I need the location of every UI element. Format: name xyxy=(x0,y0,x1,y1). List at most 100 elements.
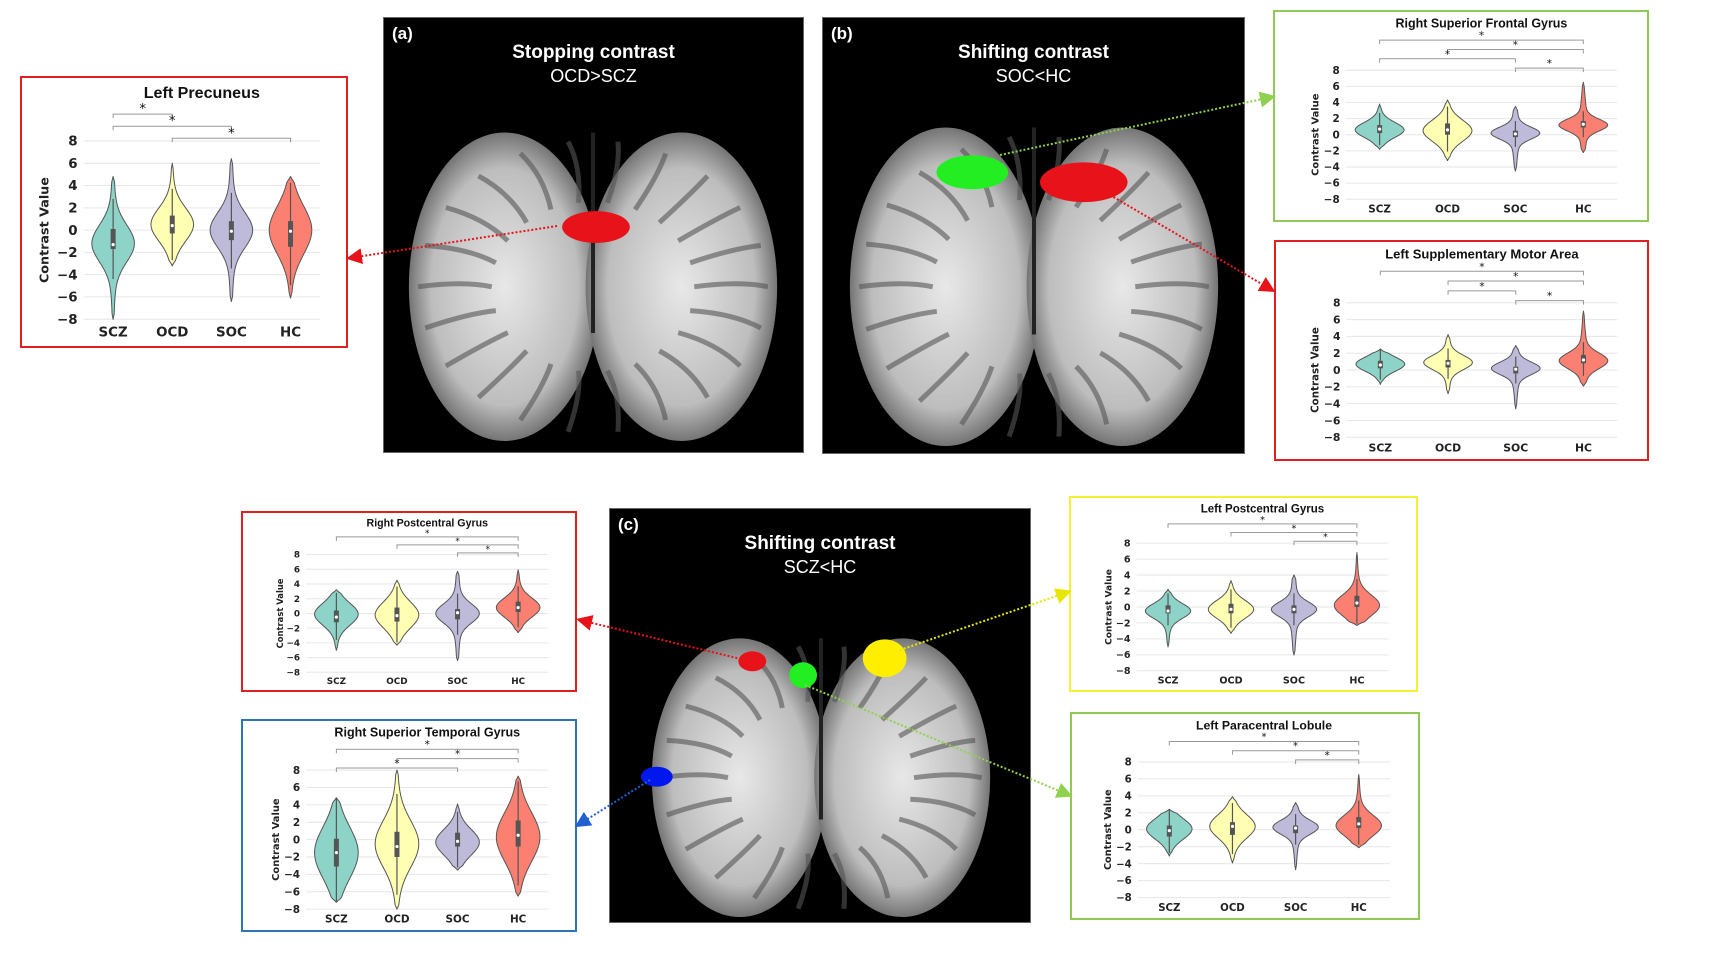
significance-bracket xyxy=(1379,39,1584,45)
median-dot xyxy=(1294,826,1298,830)
significance-bracket xyxy=(1514,67,1584,73)
y-tick-label: 8 xyxy=(1333,297,1341,310)
y-tick-label: −4 xyxy=(1116,859,1132,870)
median-dot xyxy=(1581,358,1586,362)
y-tick-label: −8 xyxy=(284,904,300,916)
y-axis-label: Contrast Value xyxy=(38,177,53,283)
significance-star: * xyxy=(1513,270,1519,283)
x-tick-label: SOC xyxy=(447,677,467,687)
sulcus xyxy=(714,675,763,721)
y-tick-label: −6 xyxy=(1116,650,1131,661)
sulcus xyxy=(1098,170,1151,223)
panel-label: (b) xyxy=(831,24,853,43)
sulcus xyxy=(886,202,951,242)
y-axis-label: Contrast Value xyxy=(1311,93,1322,176)
significance-bracket xyxy=(335,536,519,541)
y-tick-label: −8 xyxy=(57,313,78,328)
y-tick-label: 0 xyxy=(293,834,300,846)
y-tick-label: 8 xyxy=(1124,538,1131,549)
significance-bracket xyxy=(457,552,519,557)
significance-star: * xyxy=(425,529,430,539)
significance-bracket xyxy=(1293,540,1358,546)
y-tick-label: 4 xyxy=(68,179,77,194)
y-tick-label: 6 xyxy=(68,157,77,172)
panel-title: Shifting contrast xyxy=(744,533,896,554)
y-tick-label: −8 xyxy=(1324,194,1340,206)
y-tick-label: 8 xyxy=(294,551,300,561)
significance-bracket xyxy=(396,758,519,763)
sulcus xyxy=(898,816,958,852)
x-tick-label: OCD xyxy=(1220,903,1245,914)
y-tick-label: 8 xyxy=(68,135,77,150)
significance-bracket xyxy=(1447,290,1517,295)
sulcus xyxy=(865,241,939,265)
significance-star: * xyxy=(1547,290,1553,303)
y-tick-label: −4 xyxy=(57,268,78,283)
median-dot xyxy=(1446,361,1450,365)
median-dot xyxy=(1166,609,1170,613)
significance-star: * xyxy=(1479,280,1485,293)
sulcus xyxy=(752,846,785,900)
y-tick-label: 6 xyxy=(293,782,300,794)
y-tick-label: −2 xyxy=(1116,842,1132,853)
median-dot xyxy=(1513,132,1518,136)
significance-bracket xyxy=(112,125,232,131)
x-tick-label: HC xyxy=(510,914,526,926)
significance-star: * xyxy=(139,102,146,117)
y-tick-label: −6 xyxy=(287,654,301,664)
y-tick-label: 2 xyxy=(1333,347,1341,360)
y-tick-label: −6 xyxy=(1324,414,1341,427)
sulcus xyxy=(885,331,950,371)
sulcus xyxy=(917,351,970,403)
sulcus xyxy=(605,369,621,432)
y-tick-label: −8 xyxy=(287,668,301,678)
significance-bracket xyxy=(1167,523,1358,528)
sulcus xyxy=(959,365,995,426)
chart-title: Left Supplementary Motor Area xyxy=(1385,246,1579,261)
median-dot xyxy=(516,605,520,610)
significance-star: * xyxy=(394,758,399,770)
iqr-box xyxy=(455,832,461,847)
significance-star: * xyxy=(228,126,235,141)
median-dot xyxy=(334,615,338,619)
sulcus xyxy=(444,330,509,369)
chart-title: Left Precuneus xyxy=(144,84,260,102)
significance-bracket xyxy=(1231,750,1360,755)
x-tick-label: SCZ xyxy=(1368,204,1391,216)
significance-bracket xyxy=(1230,532,1358,537)
y-tick-label: 4 xyxy=(293,800,300,812)
y-tick-label: 2 xyxy=(68,202,77,217)
y-tick-label: −2 xyxy=(284,852,300,864)
sulcus xyxy=(865,308,938,332)
significance-bracket xyxy=(1447,280,1584,286)
brain-image-a xyxy=(408,132,778,442)
iqr-box xyxy=(394,831,400,857)
x-tick-label: HC xyxy=(1575,204,1591,216)
brain-panel-a: (a) Stopping contrast OCD>SCZ xyxy=(383,17,804,453)
significance-star: * xyxy=(486,545,491,555)
significance-bracket xyxy=(1168,741,1360,746)
y-tick-label: −4 xyxy=(1116,634,1131,645)
median-dot xyxy=(1230,824,1235,828)
sulcus xyxy=(657,174,710,225)
sulcus xyxy=(693,281,769,290)
y-tick-label: −8 xyxy=(1324,431,1341,444)
median-dot xyxy=(455,611,460,615)
y-tick-label: 6 xyxy=(294,565,300,575)
significance-bracket xyxy=(171,137,292,143)
sulcus xyxy=(633,362,669,421)
median-dot xyxy=(395,844,399,849)
iqr-box xyxy=(288,221,294,247)
y-tick-label: 0 xyxy=(1332,129,1339,141)
sulcus xyxy=(910,796,977,818)
significance-bracket xyxy=(335,748,519,754)
brain-hemisphere-right xyxy=(585,132,778,442)
y-tick-label: 4 xyxy=(1125,791,1132,802)
panel-title: Stopping contrast xyxy=(512,42,675,63)
y-tick-label: 4 xyxy=(1333,330,1341,343)
y-axis-label: Contrast Value xyxy=(1103,789,1114,870)
median-dot xyxy=(288,229,293,233)
x-tick-label: OCD xyxy=(1435,204,1460,216)
